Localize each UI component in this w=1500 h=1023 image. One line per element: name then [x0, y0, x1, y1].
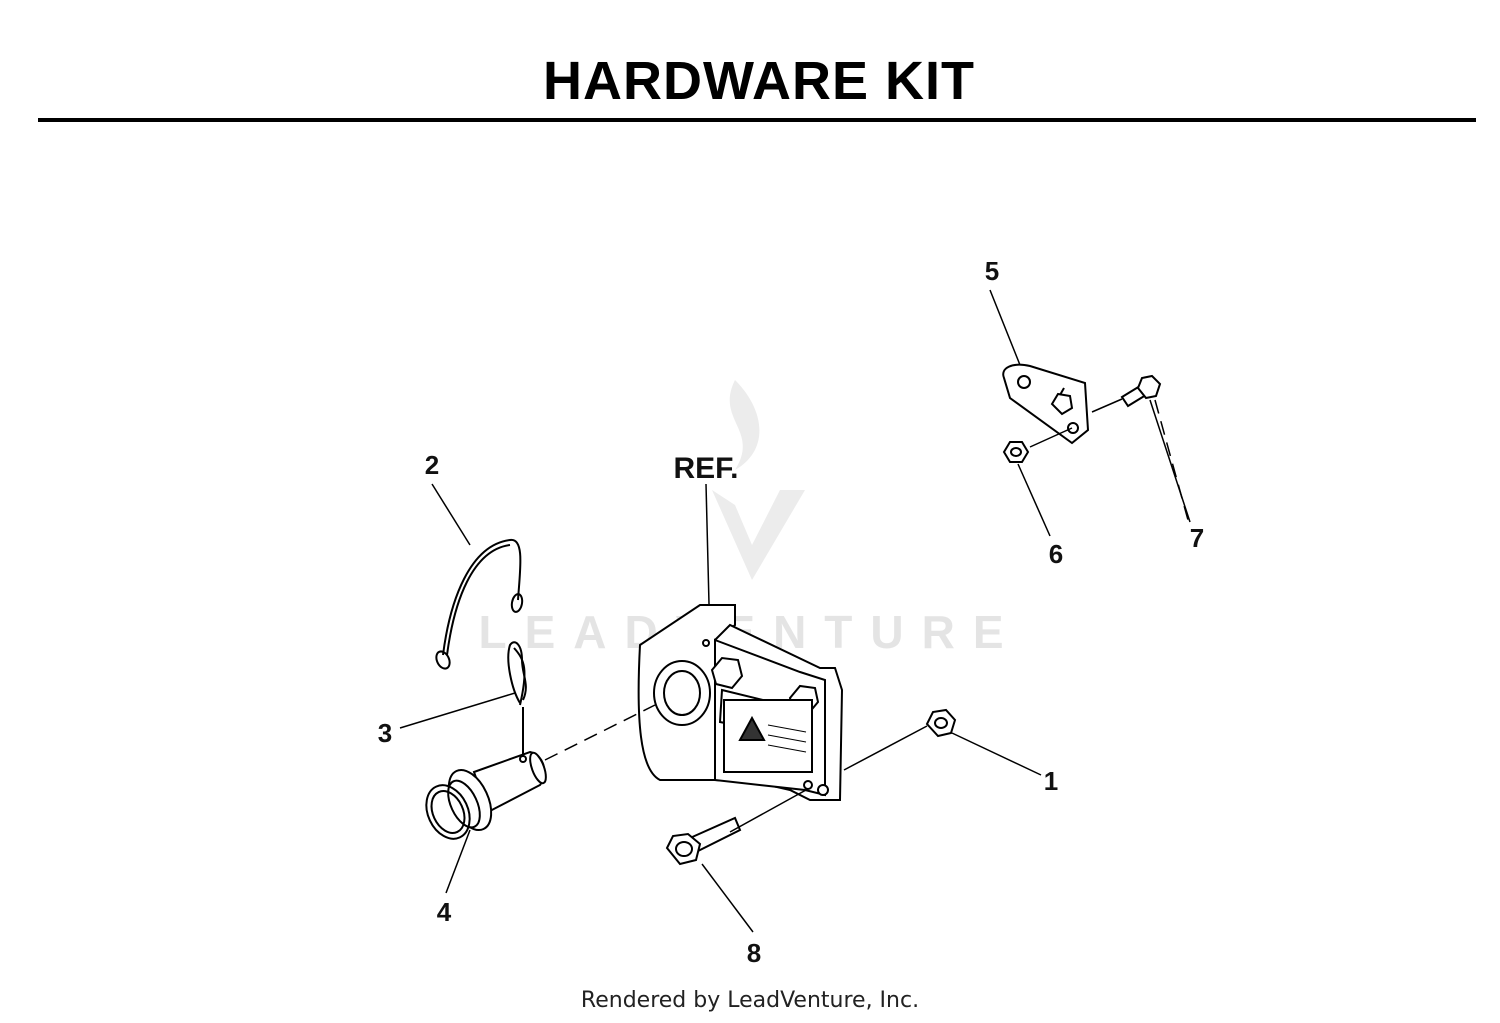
callout-3: 3 [378, 718, 392, 748]
part-2-lanyard-cable [435, 539, 524, 670]
callout-5: 5 [985, 256, 999, 286]
callout-7: 7 [1190, 523, 1204, 553]
part-7-bolt [1120, 374, 1162, 408]
part-1-nut [925, 708, 957, 738]
part-6-nut [1002, 441, 1030, 463]
part-4-clevis-pin [425, 707, 547, 840]
ref-hitch-bracket [637, 604, 844, 801]
part-8-hex-bolt [665, 816, 742, 866]
callout-1: 1 [1044, 766, 1058, 796]
part-5-bracket-plate [1002, 363, 1090, 445]
callout-2: 2 [425, 450, 439, 480]
footer-credit: Rendered by LeadVenture, Inc. [580, 988, 920, 1013]
leader-lines [399, 289, 1191, 933]
part-3-hair-pin-clip [507, 641, 527, 706]
callout-6: 6 [1049, 539, 1063, 569]
callout-8: 8 [747, 938, 761, 968]
title-divider [38, 118, 1476, 122]
leadventure-watermark: LEADVENTURE [478, 380, 1004, 658]
callout-4: 4 [437, 897, 452, 927]
diagram-title: HARDWARE KIT [543, 51, 975, 111]
ref-label: REF. [673, 452, 738, 485]
